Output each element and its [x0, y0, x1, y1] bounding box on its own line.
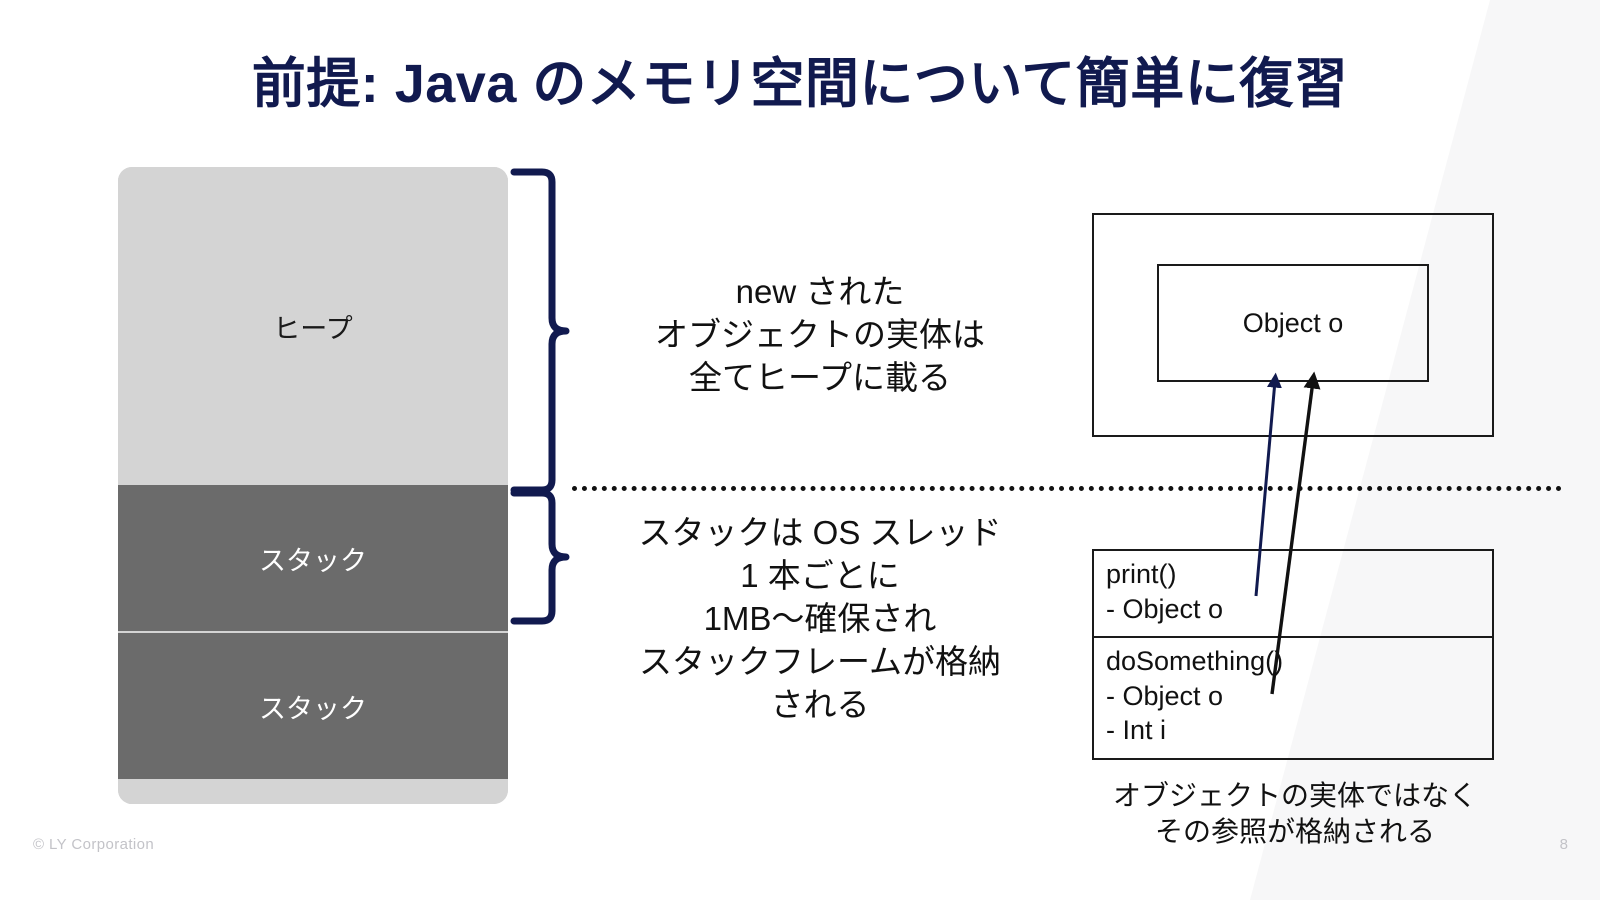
footer-copyright: © LY Corporation — [33, 836, 155, 853]
annotation-stack: スタックは OS スレッド 1 本ごとに 1MB〜確保され スタックフレームが格… — [638, 514, 1002, 723]
annotation-heap: new された オブジェクトの実体は 全てヒープに載る — [655, 273, 985, 396]
memory-segment-stack-1: スタック — [118, 485, 508, 631]
footer-page-number: 8 — [1559, 836, 1568, 853]
object-instance-label: Object o — [1242, 307, 1344, 338]
stack-frame-dosomething: doSomething() - Object o - Int i — [1106, 646, 1284, 746]
stack-frame-print: print() - Object o — [1094, 551, 1492, 639]
memory-segment-heap: ヒープ — [118, 167, 508, 485]
page-title: 前提: Java のメモリ空間について簡単に復習 — [251, 54, 1349, 114]
memory-segment-stack-1-label: スタック — [259, 545, 367, 576]
heap-stack-divider — [572, 486, 1562, 491]
stack-frames-caption: オブジェクトの実体ではなく その参照が格納される — [1112, 780, 1477, 848]
object-instance-box: Object o — [1157, 264, 1429, 382]
memory-segment-stack-2-label: スタック — [259, 693, 367, 724]
memory-segment-heap-label: ヒープ — [273, 313, 353, 344]
stack-frames-box: print() - Object o doSomething() - Objec… — [1092, 549, 1494, 760]
heap-brace-icon — [510, 168, 570, 494]
memory-segment-tail — [118, 779, 508, 804]
stack-brace-icon — [510, 489, 570, 625]
memory-layout-column: ヒープ スタック スタック — [118, 167, 508, 804]
memory-segment-stack-2: スタック — [118, 633, 508, 779]
